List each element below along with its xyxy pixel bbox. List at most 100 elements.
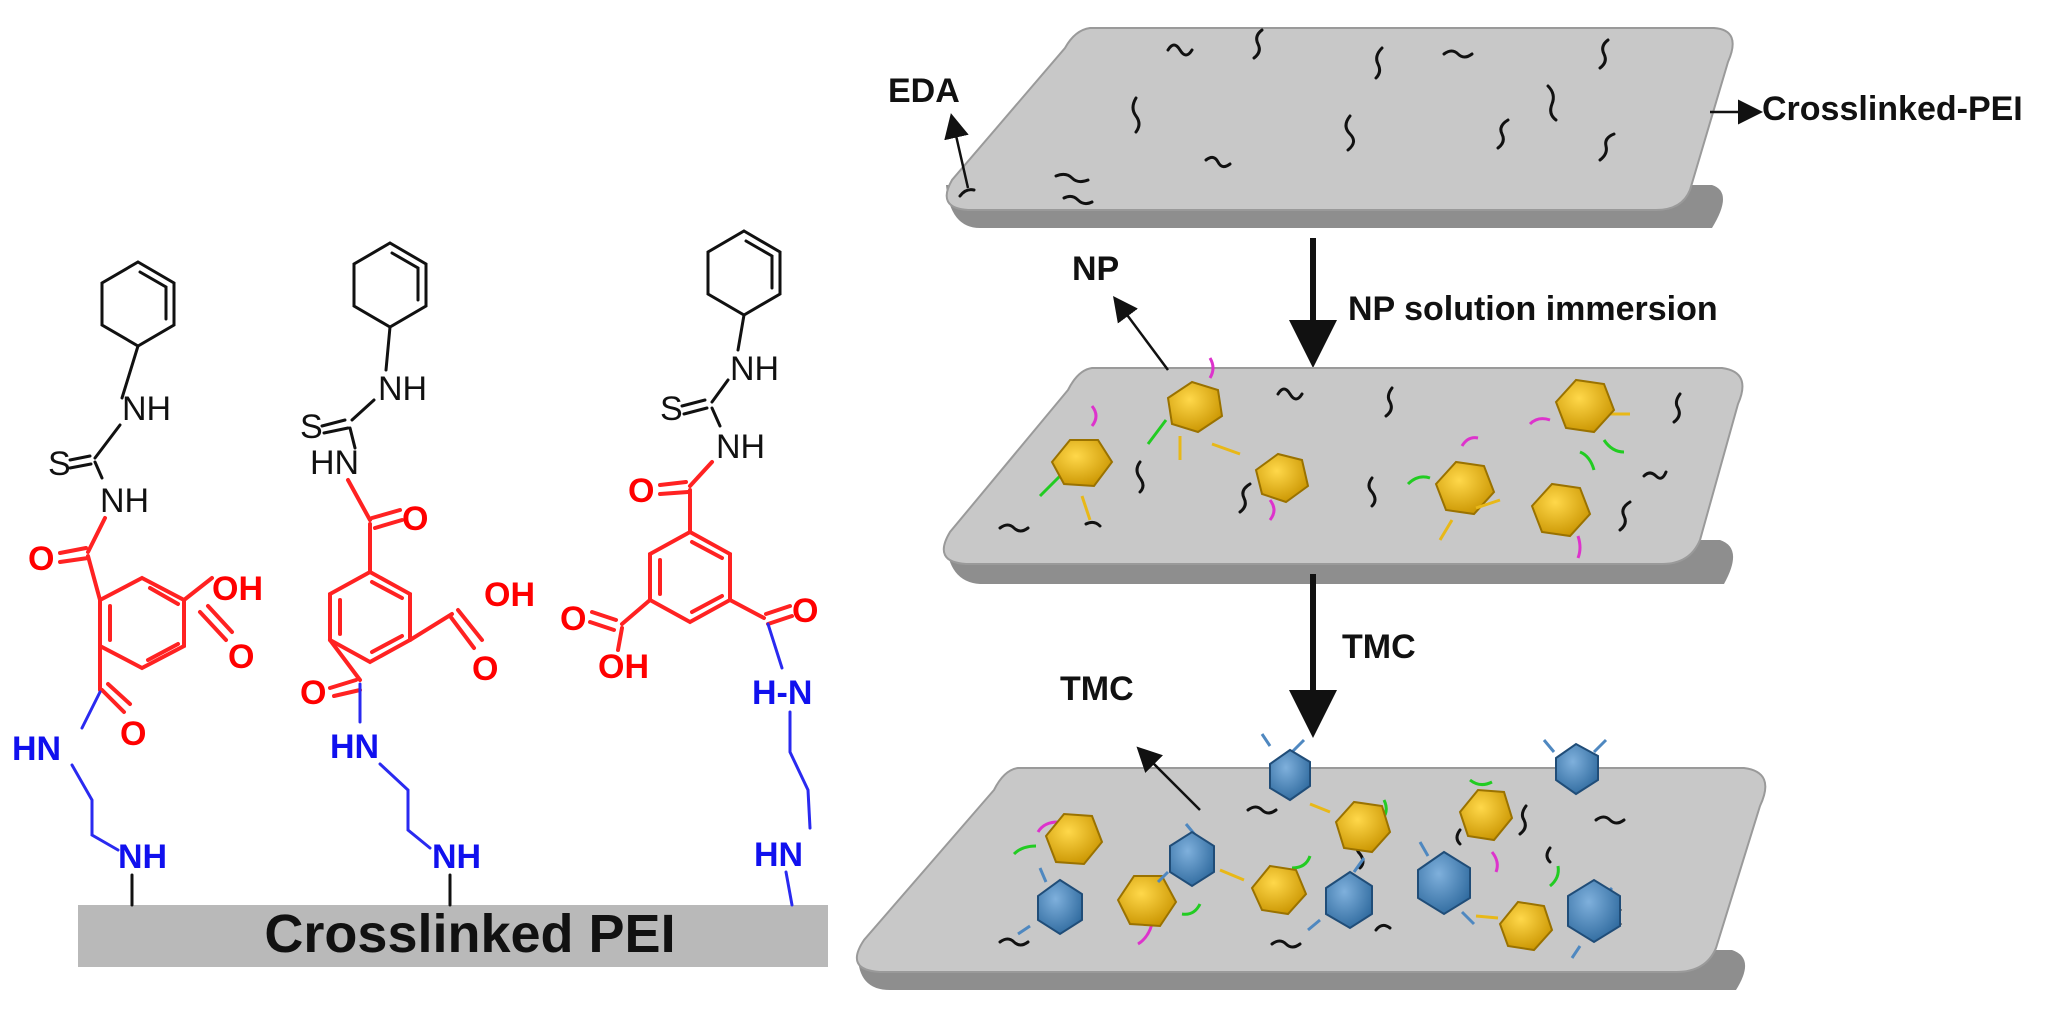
atom-nh: NH [730,350,779,388]
atom-oh: OH [598,648,649,686]
atom-o: O [28,540,54,578]
bond [86,554,102,602]
ethylene-chain [788,710,812,830]
isophthalic-ring [648,529,732,625]
np-label: NP [1072,250,1119,288]
atom-s: S [48,445,71,483]
left-panel: Crosslinked PEI NH S NH O OH [12,229,828,967]
carbonyl [590,610,618,622]
carbonyl [328,678,358,690]
bond [784,870,794,907]
eda-molecule [1276,387,1304,401]
atom-h-n: H-N [752,674,812,712]
eda-molecule [1131,96,1141,134]
eda-molecule [1546,84,1558,122]
atom-o: O [560,600,586,638]
atom-o: O [792,592,818,630]
np-particles [1012,778,1560,952]
atom-o: O [628,472,654,510]
phenyl-ring [100,260,176,348]
carbonyl [106,682,132,706]
tmc-pointer-arrow [1136,746,1201,811]
ring-inner [370,580,404,600]
atom-oh: OH [212,570,263,608]
eda-molecule [1238,482,1252,514]
atom-s: S [660,390,683,428]
eda-squiggles [958,28,1616,206]
carbonyl [332,688,362,698]
atom-o: O [228,638,254,676]
eda-molecule [1062,194,1094,206]
tmc-label: TMC [1060,670,1134,708]
eda-molecule [1367,476,1377,508]
eda-molecule [998,937,1030,947]
eda-molecule [1672,392,1682,424]
np-pointer-arrow [1113,295,1170,371]
atom-hn: HN [12,730,61,768]
bond [688,460,714,488]
eda-molecule [1252,28,1264,60]
bond [710,378,730,404]
eda-pointer-arrow [944,113,970,189]
atom-nh: NH [378,370,427,408]
carbonyl [456,608,484,642]
np-particles [1038,357,1630,559]
np-particle [1406,436,1496,541]
atom-nh: NH [118,838,167,876]
tmc-particles [1017,733,1621,959]
eda-molecule [1594,815,1626,825]
carbonyl [373,518,404,530]
carbonyl [100,688,126,714]
carbonyl [370,508,402,520]
tmc-particle [1542,738,1608,796]
np-particle [1475,450,1596,559]
eda-molecule [1545,846,1552,864]
bond [93,423,122,460]
bond [766,622,784,670]
carbonyl [658,480,688,487]
bond [182,576,214,602]
eda-molecule [1384,386,1394,418]
phenyl-ring [352,241,428,329]
bond [120,344,140,400]
np-particle [1038,405,1114,521]
atom-o: O [472,650,498,688]
np-particle [1146,357,1224,460]
np-particle [1116,875,1202,946]
plate-surface [945,27,1734,211]
phenyl-ring [706,229,782,317]
carbonyl [766,614,794,626]
ring-inner [690,594,724,614]
isophthalic-ring [98,575,186,671]
ring-inner [146,642,180,662]
double-bond [320,418,347,428]
eda-molecule [1270,939,1302,949]
ethylene-chain [378,762,432,850]
atom-s: S [300,408,323,446]
double-bond [68,454,92,462]
eda-molecule [1618,500,1632,532]
atom-hn: HN [754,836,803,874]
carbonyl [206,604,234,634]
double-bond [680,398,707,408]
carbonyl [658,490,690,496]
isophthalic-ring [328,569,412,665]
eda-molecule [1598,38,1610,70]
eda-molecule [1166,43,1194,57]
atom-o: O [120,715,146,753]
phenyl-ring-inner [390,251,420,302]
bond [384,325,392,372]
tmc-particle [1307,857,1373,932]
tmc-particle [1156,823,1215,888]
eda-molecule [1344,114,1355,152]
plate-bottom [855,733,1767,990]
carbonyl [764,604,792,616]
eda-molecule [958,188,976,198]
bond [86,516,107,554]
bond [710,406,722,428]
tmc-particle [1417,841,1476,926]
eda-molecule [1246,805,1278,815]
bond [328,638,362,682]
right-panel: EDA Crosslinked-PEI NP solution immersio… [855,27,2023,990]
